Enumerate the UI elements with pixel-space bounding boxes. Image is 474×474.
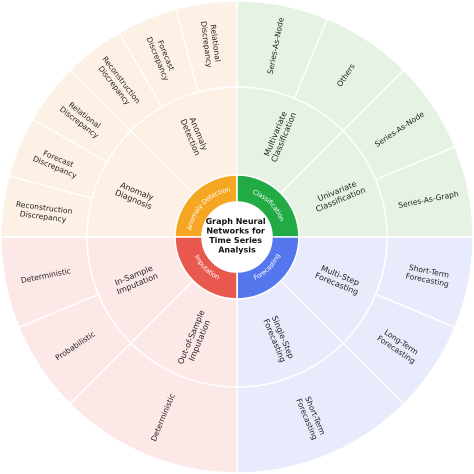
center-title-line: Graph Neural [206, 217, 266, 226]
center-title-line: Analysis [218, 246, 256, 255]
center-title-line: Networks for [206, 227, 265, 236]
center-circle [202, 202, 272, 272]
center-hub: Graph Neural Networks for Time Series An… [202, 202, 272, 272]
center-title: Graph Neural Networks for Time Series An… [206, 217, 269, 255]
center-title-line: Time Series [209, 236, 262, 245]
